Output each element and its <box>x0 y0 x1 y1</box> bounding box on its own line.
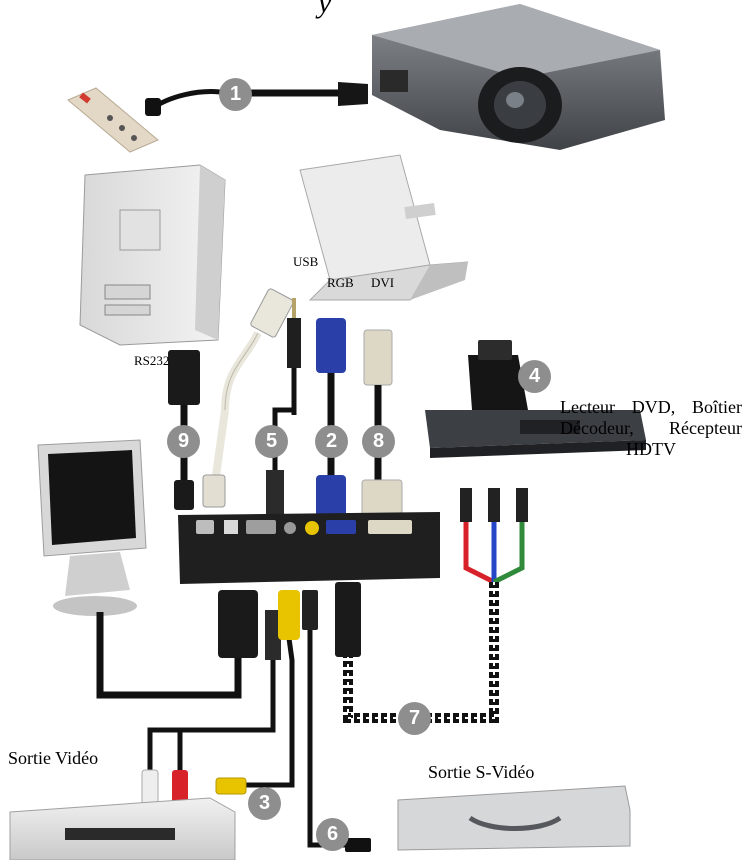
lcd-monitor <box>37 439 147 616</box>
callout-4: 4 <box>518 360 551 393</box>
scart-adapter <box>468 340 528 410</box>
composite-cable <box>215 590 300 795</box>
svideo-out-label: Sortie S-Vidéo <box>428 762 535 782</box>
callout-8: 8 <box>362 425 395 458</box>
callout-1: 1 <box>219 78 252 111</box>
callout-3: 3 <box>248 787 281 820</box>
desktop-tower <box>79 164 226 346</box>
connector-panel <box>178 512 440 584</box>
svideo-source <box>397 785 631 851</box>
projector <box>372 4 665 150</box>
callout-2: 2 <box>315 425 348 458</box>
audio-out-cable <box>141 610 281 811</box>
usb-cable <box>202 288 294 508</box>
video-out-label: Sortie Vidéo <box>8 748 99 768</box>
callout-6: 6 <box>316 818 349 851</box>
laptop <box>299 154 469 301</box>
rgb-label: RGB <box>327 275 354 290</box>
callout-5: 5 <box>255 425 288 458</box>
dvi-label: DVI <box>371 275 395 290</box>
monitor-cable <box>96 590 258 699</box>
vcr <box>9 797 236 860</box>
power-cable <box>145 82 368 116</box>
usb-label: USB <box>293 254 319 269</box>
dvd-player <box>425 410 646 458</box>
power-strip <box>67 87 159 153</box>
rs232-label: RS232 <box>134 353 170 368</box>
dvd-sources-label: Lecteur DVD, Boîtier Décodeur, Récepteur… <box>560 397 742 459</box>
rs232-cable <box>168 350 200 510</box>
title-fragment: y <box>318 0 332 19</box>
callout-7: 7 <box>398 702 431 735</box>
callout-9: 9 <box>167 425 200 458</box>
